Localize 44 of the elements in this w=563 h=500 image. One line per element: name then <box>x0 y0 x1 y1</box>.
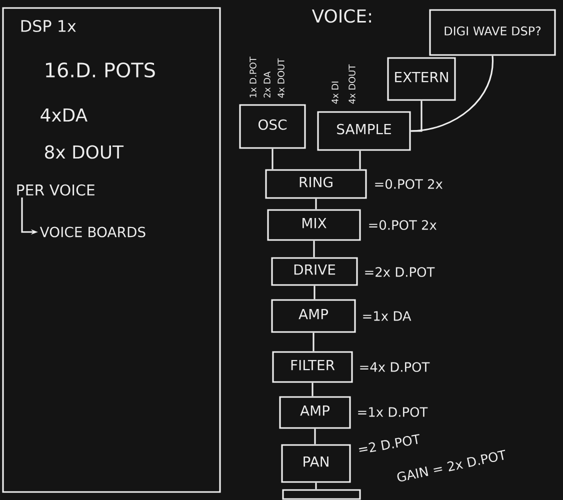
connector <box>315 198 317 210</box>
connector <box>359 150 361 170</box>
annotation-text: =4x D.POT <box>360 362 430 372</box>
process-box: AMP <box>271 299 356 333</box>
annotation-text: =2x D.POT <box>365 267 435 277</box>
process-box: RING <box>265 169 367 199</box>
annotation-text: 4x DOUT <box>278 58 284 98</box>
process-box: OSC <box>239 104 306 149</box>
annotation-text: =0.POT 2x <box>369 220 436 230</box>
annotation-text: 4x DOUT <box>348 64 356 104</box>
annotation-text: 2x DA <box>264 72 270 98</box>
process-box: DIGI WAVE DSP? <box>429 9 556 56</box>
text-label: PER VOICE <box>17 184 94 196</box>
panel-frame <box>2 7 221 493</box>
connector <box>312 332 314 352</box>
process-box: FILTER <box>272 351 353 383</box>
empty-box <box>282 489 361 500</box>
connector <box>410 100 422 132</box>
connector <box>410 56 494 132</box>
annotation-text: =0.POT 2x <box>375 179 442 189</box>
process-box: AMP <box>279 396 351 429</box>
process-box: EXTERN <box>387 57 456 101</box>
connector <box>312 382 314 396</box>
text-label: VOICE BOARDS <box>40 226 146 238</box>
connector <box>315 482 317 490</box>
connector <box>314 286 316 300</box>
heading: VOICE: <box>312 9 371 23</box>
process-box: PAN <box>281 444 351 483</box>
text-label: 16.D. POTS <box>46 62 155 78</box>
connector <box>272 148 274 170</box>
annotation-text: =2 D.POT <box>358 434 420 452</box>
process-box: MIX <box>267 209 361 241</box>
connector <box>314 428 316 444</box>
annotation-text: =1x D.POT <box>358 407 428 417</box>
process-box: SAMPLE <box>317 111 411 151</box>
text-label: DSP 1x <box>21 20 76 32</box>
annotation-text: =1x DA <box>363 311 412 321</box>
annotation-text: 1x D.POT <box>250 56 256 98</box>
process-box: DRIVE <box>271 257 358 286</box>
text-label: 8x DOUT <box>45 145 124 159</box>
annotation-text: GAIN = 2x D.POT <box>397 450 506 482</box>
annotation-text: 4x DI <box>332 82 338 104</box>
text-label: 4xDA <box>40 108 88 122</box>
connector <box>313 240 315 258</box>
